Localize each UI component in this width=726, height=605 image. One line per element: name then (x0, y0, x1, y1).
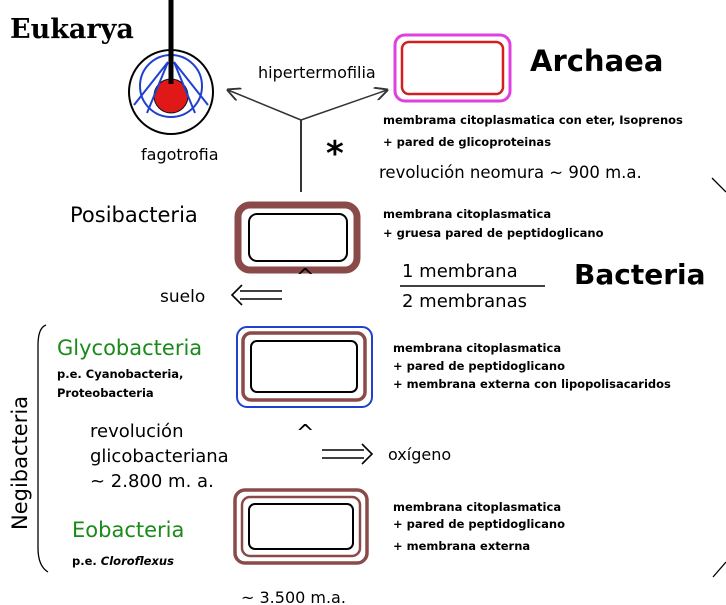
glycobacteria-up-arrow: ^ (296, 421, 314, 446)
eobacteria-description-1: membrana citoplasmatica (393, 500, 561, 514)
fagotrofia-label: fagotrofia (141, 145, 219, 164)
two-membranes-label: 2 membranas (402, 291, 527, 312)
glycobacteria-description-3: + membrana externa con lipopolisacaridos (393, 377, 671, 391)
archaea-cell-icon (395, 35, 510, 101)
archaea-title: Archaea (530, 44, 663, 78)
posibacteria-description-1: membrana citoplasmatica (383, 207, 551, 221)
glycobacteria-cell-icon (237, 327, 372, 407)
revolucion-glicobacteriana-1: revolución (90, 421, 183, 442)
negibacteria-brace (38, 325, 48, 572)
revolucion-neomura-label: revolución neomura ~ 900 m.a. (379, 163, 642, 182)
eobacteria-example: p.e. Cloroflexus (72, 554, 174, 568)
eobacteria-label: Eobacteria (72, 518, 184, 542)
suelo-double-arrow (232, 285, 282, 305)
one-membrane-label: 1 membrana (402, 261, 518, 282)
eobacteria-example-prefix: p.e. (72, 554, 101, 568)
eobacteria-cell-icon (235, 490, 367, 563)
asterisk-mark: * (326, 134, 344, 174)
oxigeno-label: oxígeno (388, 445, 451, 464)
bacteria-bracket-bottom (713, 562, 726, 577)
posibacteria-description-2: + gruesa pared de peptidoglicano (383, 226, 604, 240)
posibacteria-up-arrow: ^ (296, 265, 314, 290)
archaea-description-2: + pared de glicoproteinas (383, 135, 551, 149)
bacteria-bracket-top (712, 178, 726, 192)
eobacteria-example-species: Cloroflexus (101, 554, 174, 568)
glycobacteria-label: Glycobacteria (57, 336, 202, 360)
glycobacteria-description-1: membrana citoplasmatica (393, 341, 561, 355)
bacteria-title: Bacteria (574, 258, 706, 291)
oxigeno-double-arrow (322, 444, 372, 464)
hipertermofilia-label: hipertermofilia (258, 63, 376, 82)
posibacteria-cell-icon (238, 205, 357, 270)
glycobacteria-description-2: + pared de peptidoglicano (393, 359, 565, 373)
eukaryote-cell-icon (129, 0, 213, 134)
revolucion-glicobacteriana-2: glicobacteriana (90, 446, 229, 467)
glycobacteria-examples-1: p.e. Cyanobacteria, (57, 367, 183, 381)
suelo-label: suelo (160, 287, 205, 307)
glycobacteria-examples-2: Proteobacteria (57, 386, 154, 400)
neomuran-branch-arrows (228, 90, 387, 192)
eukarya-title: Eukarya (10, 14, 134, 45)
eobacteria-description-2: + pared de peptidoglicano (393, 517, 565, 531)
negibacteria-label: Negibacteria (8, 396, 32, 530)
archaea-description-1: membrama citoplasmatica con eter, Isopre… (383, 113, 683, 127)
eobacteria-description-3: + membrana externa (393, 539, 530, 553)
age-bottom-label: ~ 3.500 m.a. (241, 588, 346, 605)
posibacteria-label: Posibacteria (70, 203, 198, 227)
revolucion-glicobacteriana-3: ~ 2.800 m. a. (90, 471, 214, 492)
